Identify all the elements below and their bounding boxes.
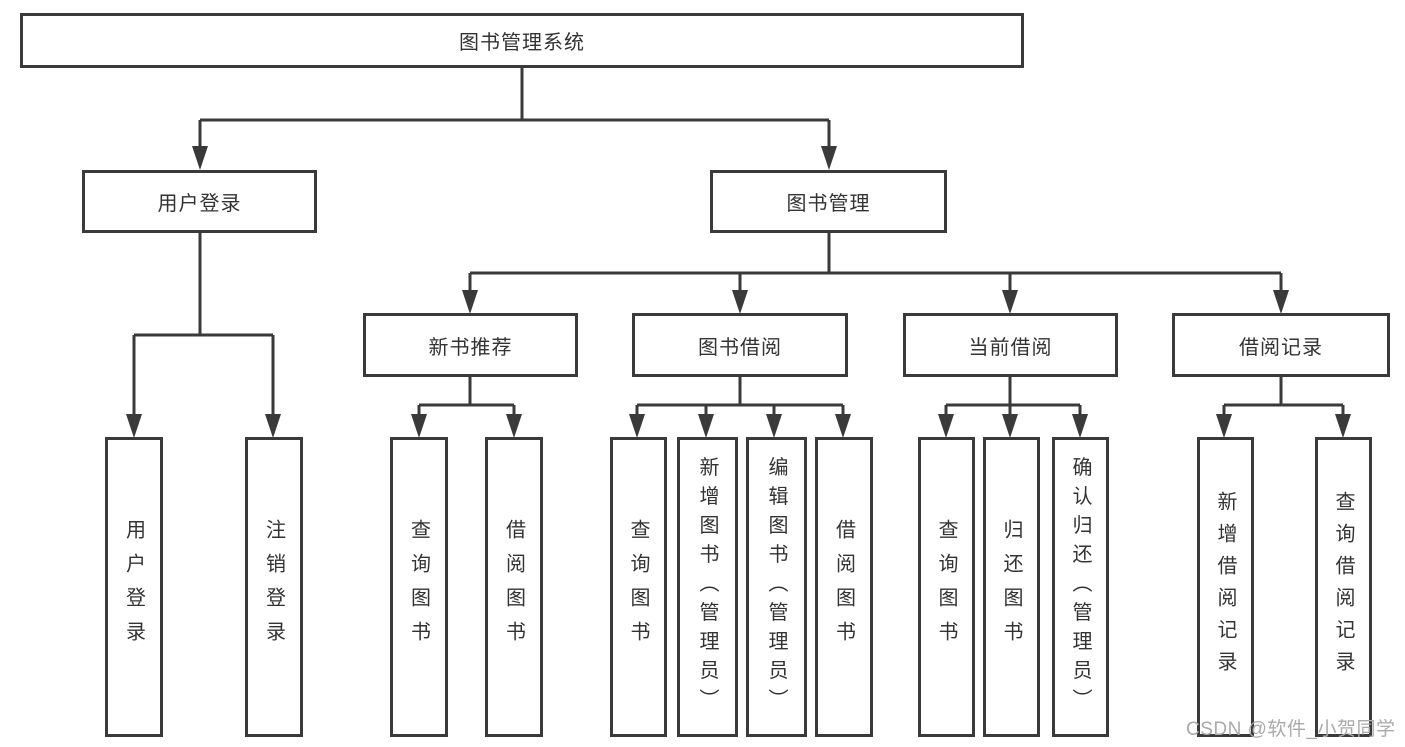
csdn-watermark: CSDN @软件_小贺同学 xyxy=(1186,719,1396,740)
leaf-query-borrow-record: 查询借阅记录 xyxy=(1315,437,1372,737)
node-borrow-records: 借阅记录 xyxy=(1172,313,1390,377)
node-current-borrow: 当前借阅 xyxy=(903,313,1118,377)
leaf-label: 新增借阅记录 xyxy=(1214,491,1236,683)
leaf-label: 查询图书 xyxy=(627,519,649,655)
root-node-library-system: 图书管理系统 xyxy=(20,13,1024,68)
node-book-borrow: 图书借阅 xyxy=(632,313,848,377)
leaf-borrow-books-1: 借阅图书 xyxy=(485,437,543,737)
leaf-query-books-1: 查询图书 xyxy=(390,437,448,737)
leaf-label: 查询借阅记录 xyxy=(1332,491,1354,683)
leaf-label: 确认归还（管理员） xyxy=(1069,456,1091,718)
node-user-login: 用户登录 xyxy=(82,170,317,233)
leaf-query-books-2: 查询图书 xyxy=(610,437,667,737)
leaf-confirm-return-admin: 确认归还（管理员） xyxy=(1052,437,1109,737)
leaf-label: 注销登录 xyxy=(262,519,285,655)
leaf-label: 新增图书（管理员） xyxy=(696,456,718,718)
leaf-label: 借阅图书 xyxy=(502,519,525,655)
node-book-management: 图书管理 xyxy=(710,170,947,233)
leaf-label: 归还图书 xyxy=(1000,519,1022,655)
leaf-label: 借阅图书 xyxy=(832,519,855,655)
leaf-borrow-books-2: 借阅图书 xyxy=(815,437,873,737)
leaf-logout: 注销登录 xyxy=(245,437,303,737)
leaf-label: 查询图书 xyxy=(407,519,430,655)
leaf-add-book-admin: 新增图书（管理员） xyxy=(677,437,738,737)
leaf-edit-book-admin: 编辑图书（管理员） xyxy=(746,437,807,737)
leaf-user-login: 用户登录 xyxy=(105,437,163,737)
node-new-book-recommend: 新书推荐 xyxy=(363,313,578,377)
leaf-add-borrow-record: 新增借阅记录 xyxy=(1197,437,1254,737)
leaf-label: 用户登录 xyxy=(122,519,145,655)
leaf-query-books-3: 查询图书 xyxy=(918,437,975,737)
leaf-label: 查询图书 xyxy=(935,519,957,655)
leaf-label: 编辑图书（管理员） xyxy=(765,456,787,718)
leaf-return-book: 归还图书 xyxy=(983,437,1040,737)
